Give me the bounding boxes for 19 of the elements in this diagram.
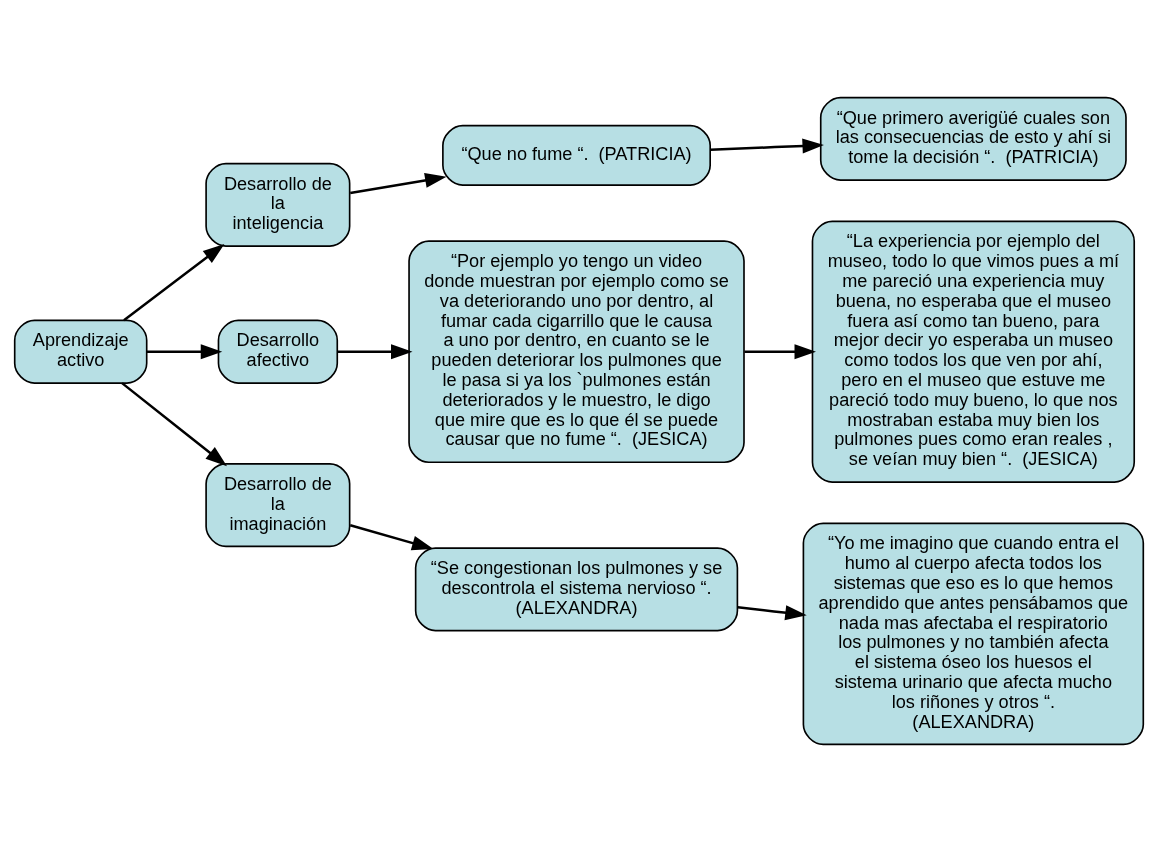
node-box: “Que primero averigüé cuales son las consecuencias de esto y ahí si tome la decisión “. (PATRICIA) <box>819 96 1127 181</box>
node-box: “Por ejemplo yo tengo un video donde muestran por ejemplo como se va deteriorando uno por dentro, al fumar cada cigarrillo que le causa a uno por dentro, en cuanto se le pueden deteriorar los pulmones que le pasa si ya los `pulmones están deteriorados y le muestro, le digo que mire que es lo que él se puede causar que no fume “. (JESICA) <box>408 240 745 464</box>
arrow <box>146 344 223 360</box>
node-box: Desarrollo de la inteligencia <box>205 162 351 247</box>
arrow <box>337 344 413 360</box>
arrow <box>123 244 225 322</box>
arrow <box>744 344 816 360</box>
node-box: “La experiencia por ejemplo del museo, todo lo que vimos pues a mí me pareció una experiencia muy buena, no esperaba que el museo fuera así como tan bueno, para mejor decir yo esperaba un museo como todos los que ven por ahí, pero en el museo que estuve me pareció todo muy bueno, lo que nos mostraban estaba muy bien los pulmones pues como eran reales , se veían muy bien “. (JESICA) <box>811 220 1136 483</box>
arrow <box>349 524 434 551</box>
node-box: “Yo me imagino que cuando entra el humo al cuerpo afecta todos los sistemas que eso es lo que hemos aprendido que antes pensábamos que nada mas afectaba el respiratorio los pulmones y no también afecta el sistema óseo los huesos el sistema urinario que afecta mucho los riñones y otros “. (ALEXANDRA) <box>802 522 1145 746</box>
node-box: “Se congestionan los pulmones y se descontrola el sistema nervioso “. (ALEXANDRA) <box>414 547 739 632</box>
node-box: Aprendizaje activo <box>13 319 148 384</box>
node-box: “Que no fume “. (PATRICIA) <box>442 124 711 186</box>
node-box: Desarrollo afectivo <box>217 319 339 384</box>
arrow <box>350 173 447 195</box>
arrow <box>121 382 227 467</box>
arrow <box>710 138 824 154</box>
arrow <box>737 605 807 621</box>
node-box: Desarrollo de la imaginación <box>205 463 351 548</box>
